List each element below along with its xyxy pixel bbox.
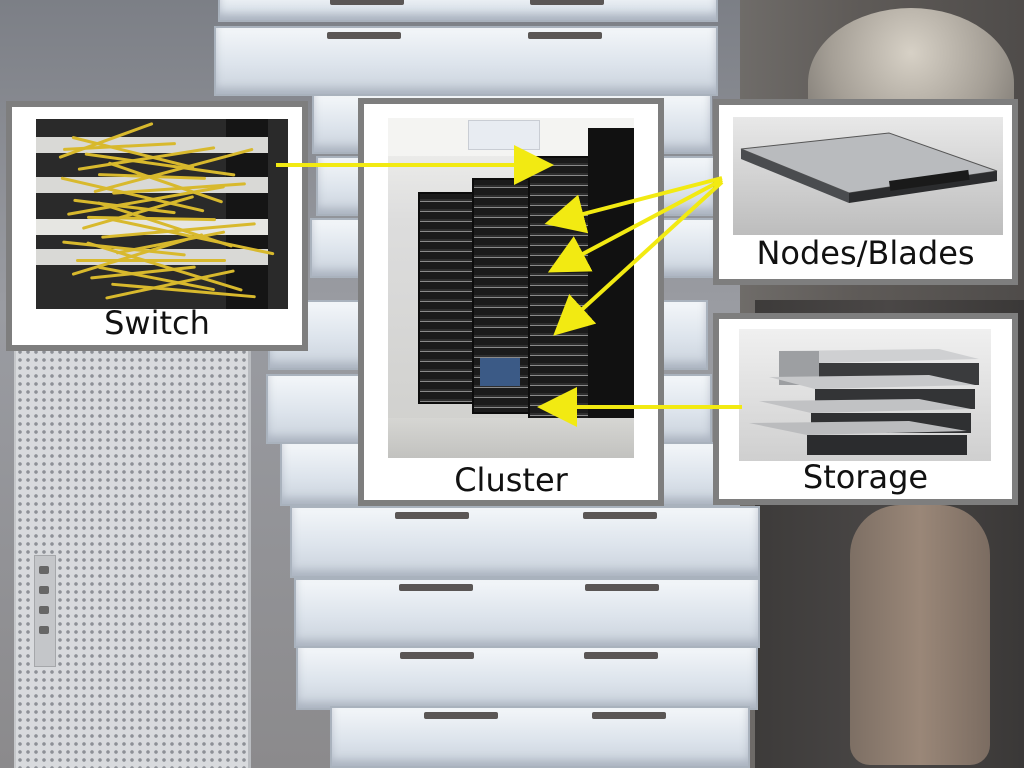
- pizza-box: [330, 706, 750, 768]
- pizza-box: [218, 0, 718, 22]
- background-computer-tower: [14, 340, 251, 768]
- cluster-label: Cluster: [454, 461, 568, 499]
- storage-label: Storage: [802, 458, 929, 496]
- nodes-image: [733, 117, 1003, 235]
- cluster-image: [388, 118, 634, 458]
- storage-servers-icon: [749, 349, 979, 455]
- pizza-box: [296, 646, 758, 710]
- rack-server-icon: [740, 132, 998, 203]
- pizza-box: [294, 578, 760, 648]
- nodes-label: Nodes/Blades: [756, 234, 975, 272]
- nodes-callout: Nodes/Blades: [713, 99, 1018, 285]
- tower-ports: [34, 555, 56, 667]
- storage-callout: Storage: [713, 313, 1018, 505]
- switch-label: Switch: [104, 304, 210, 342]
- background-arm: [850, 505, 990, 765]
- storage-image: [739, 329, 991, 461]
- pizza-box: [290, 506, 760, 578]
- switch-callout: Switch: [6, 101, 308, 351]
- cluster-callout: Cluster: [358, 98, 664, 506]
- switch-image: [36, 119, 288, 309]
- pizza-box: [214, 26, 718, 96]
